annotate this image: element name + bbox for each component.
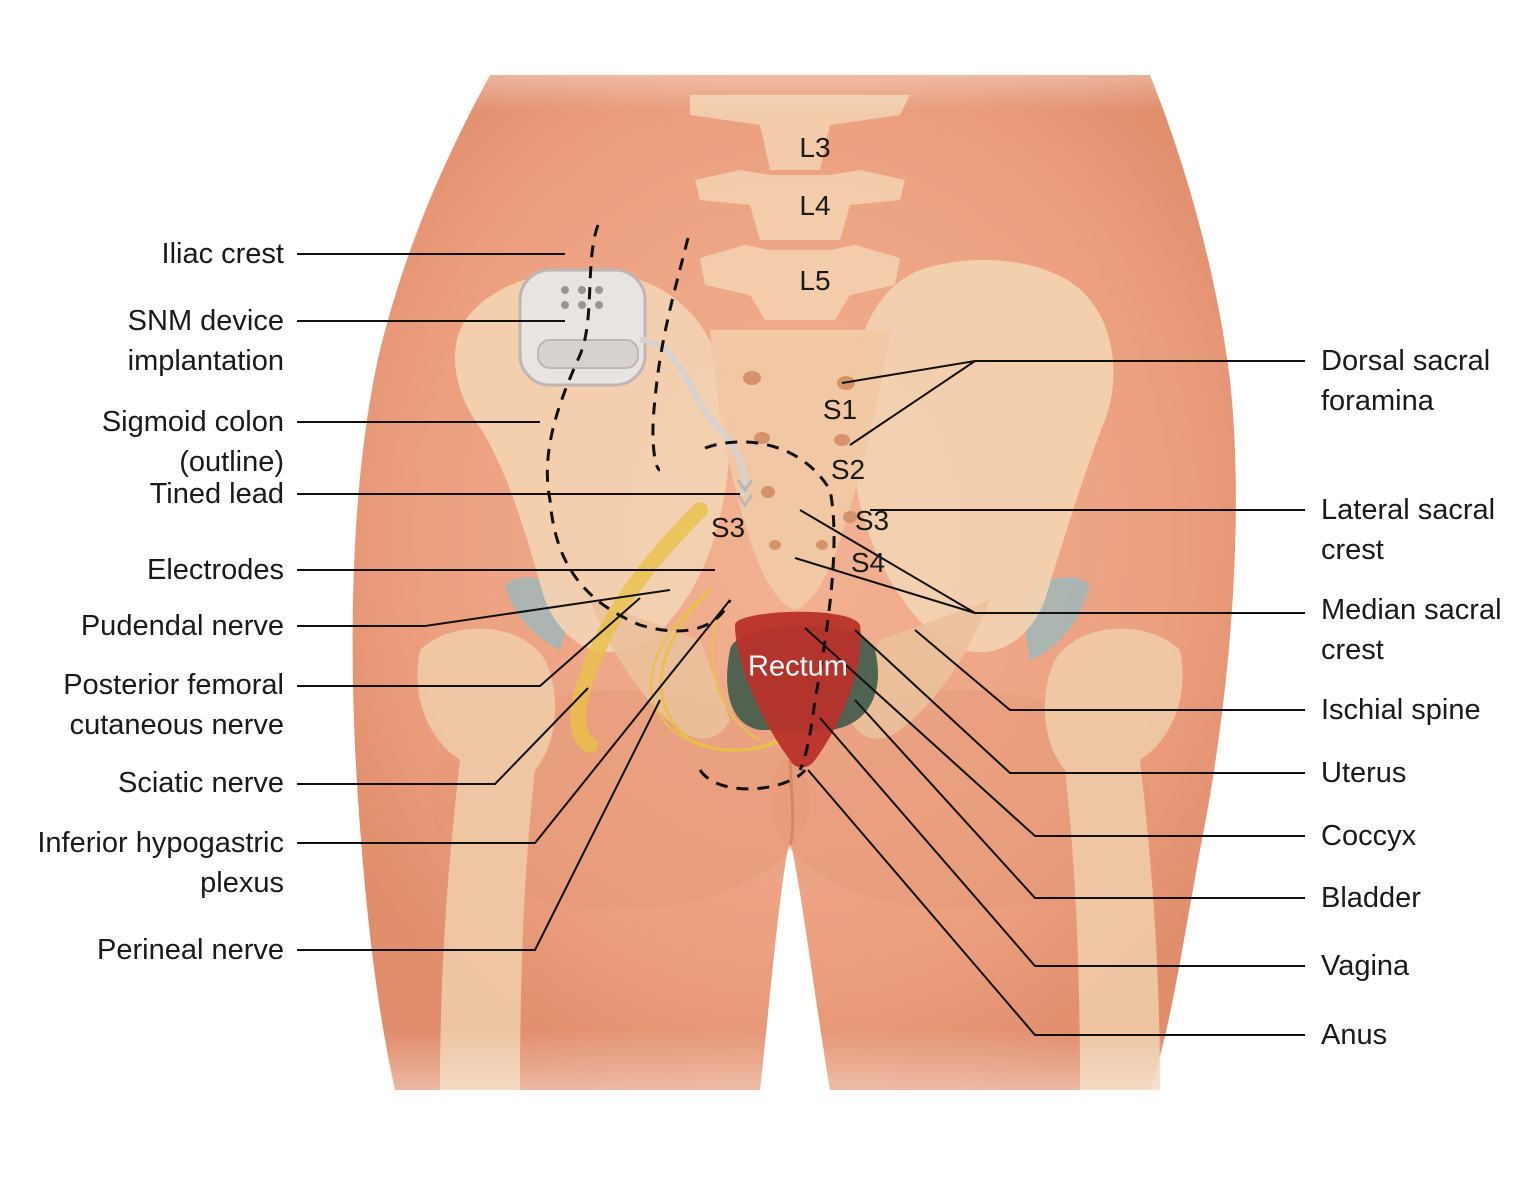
label-posterior-femoral-line1: Posterior femoral <box>63 669 284 701</box>
label-inferior-hypogastric: Inferior hypogastric plexus <box>37 823 284 903</box>
label-dorsal-sacral-line2: foramina <box>1321 385 1434 417</box>
label-ischial-spine: Ischial spine <box>1321 690 1481 730</box>
label-bladder: Bladder <box>1321 878 1421 918</box>
label-pudendal-nerve-text: Pudendal nerve <box>80 610 284 642</box>
label-posterior-femoral-line2: cutaneous nerve <box>69 709 284 741</box>
label-ischial-spine-text: Ischial spine <box>1321 694 1481 726</box>
label-tined-lead-text: Tined lead <box>149 478 284 510</box>
label-sigmoid-colon-line2: (outline) <box>179 446 284 478</box>
ischium-right <box>850 600 990 739</box>
vertebra-s4-label: S4 <box>850 547 886 578</box>
label-uterus: Uterus <box>1321 753 1406 793</box>
label-pudendal-nerve: Pudendal nerve <box>81 606 284 646</box>
label-tined-lead: Tined lead <box>150 474 284 514</box>
label-sciatic-nerve-text: Sciatic nerve <box>117 767 284 799</box>
label-anus-text: Anus <box>1321 1019 1388 1051</box>
label-inferior-hypogastric-line2: plexus <box>200 867 284 899</box>
label-posterior-femoral: Posterior femoral cutaneous nerve <box>63 665 284 745</box>
ilium-right <box>850 260 1114 653</box>
rectum-label: Rectum <box>748 650 848 683</box>
label-sigmoid-colon: Sigmoid colon (outline) <box>102 402 284 482</box>
label-median-sacral-line1: Median sacral <box>1321 594 1502 626</box>
label-iliac-crest: Iliac crest <box>162 234 284 274</box>
label-coccyx-text: Coccyx <box>1321 820 1417 852</box>
label-median-sacral-crest: Median sacral crest <box>1321 590 1502 670</box>
ischium-left <box>590 600 730 739</box>
label-uterus-text: Uterus <box>1321 757 1407 789</box>
vertebra-s3-right-label: S3 <box>854 505 890 536</box>
femur-left <box>417 628 556 1090</box>
label-lateral-sacral-crest: Lateral sacral crest <box>1321 490 1495 570</box>
sacrum <box>710 330 890 610</box>
vertebra-s1-label: S1 <box>822 394 858 425</box>
vertebra-l3-label: L3 <box>799 132 831 163</box>
vertebra-s3-left-label: S3 <box>710 512 746 543</box>
label-electrodes: Electrodes <box>147 550 284 590</box>
label-perineal-nerve: Perineal nerve <box>97 930 284 970</box>
gluteal-cleft <box>788 759 795 846</box>
femur-right <box>1044 628 1183 1090</box>
snm-device <box>518 268 754 508</box>
label-lateral-sacral-line2: crest <box>1321 534 1384 566</box>
label-snm-device-line1: SNM device <box>127 305 284 337</box>
label-sciatic-nerve: Sciatic nerve <box>118 763 284 803</box>
label-lateral-sacral-line1: Lateral sacral <box>1321 494 1496 526</box>
label-sigmoid-colon-line1: Sigmoid colon <box>101 406 284 438</box>
label-median-sacral-line2: crest <box>1321 634 1384 666</box>
label-perineal-nerve-text: Perineal nerve <box>97 934 284 966</box>
lumbar-spine <box>690 95 910 320</box>
label-electrodes-text: Electrodes <box>146 554 284 586</box>
leader-lines <box>297 253 1305 1036</box>
vertebra-l5-label: L5 <box>799 265 831 296</box>
label-dorsal-sacral-foramina: Dorsal sacral foramina <box>1321 341 1490 421</box>
label-inferior-hypogastric-line1: Inferior hypogastric <box>37 827 284 859</box>
label-snm-device-line2: implantation <box>127 345 284 377</box>
label-snm-device: SNM device implantation <box>128 301 284 381</box>
label-dorsal-sacral-line1: Dorsal sacral <box>1321 345 1491 377</box>
label-iliac-crest-text: Iliac crest <box>161 238 284 270</box>
label-vagina-text: Vagina <box>1321 950 1410 982</box>
label-anus: Anus <box>1321 1015 1387 1055</box>
label-bladder-text: Bladder <box>1321 882 1421 914</box>
label-coccyx: Coccyx <box>1321 816 1416 856</box>
dashed-outlines <box>545 224 836 791</box>
vertebra-l4-label: L4 <box>799 190 831 221</box>
vertebra-s2-label: S2 <box>830 454 866 485</box>
label-vagina: Vagina <box>1321 946 1409 986</box>
